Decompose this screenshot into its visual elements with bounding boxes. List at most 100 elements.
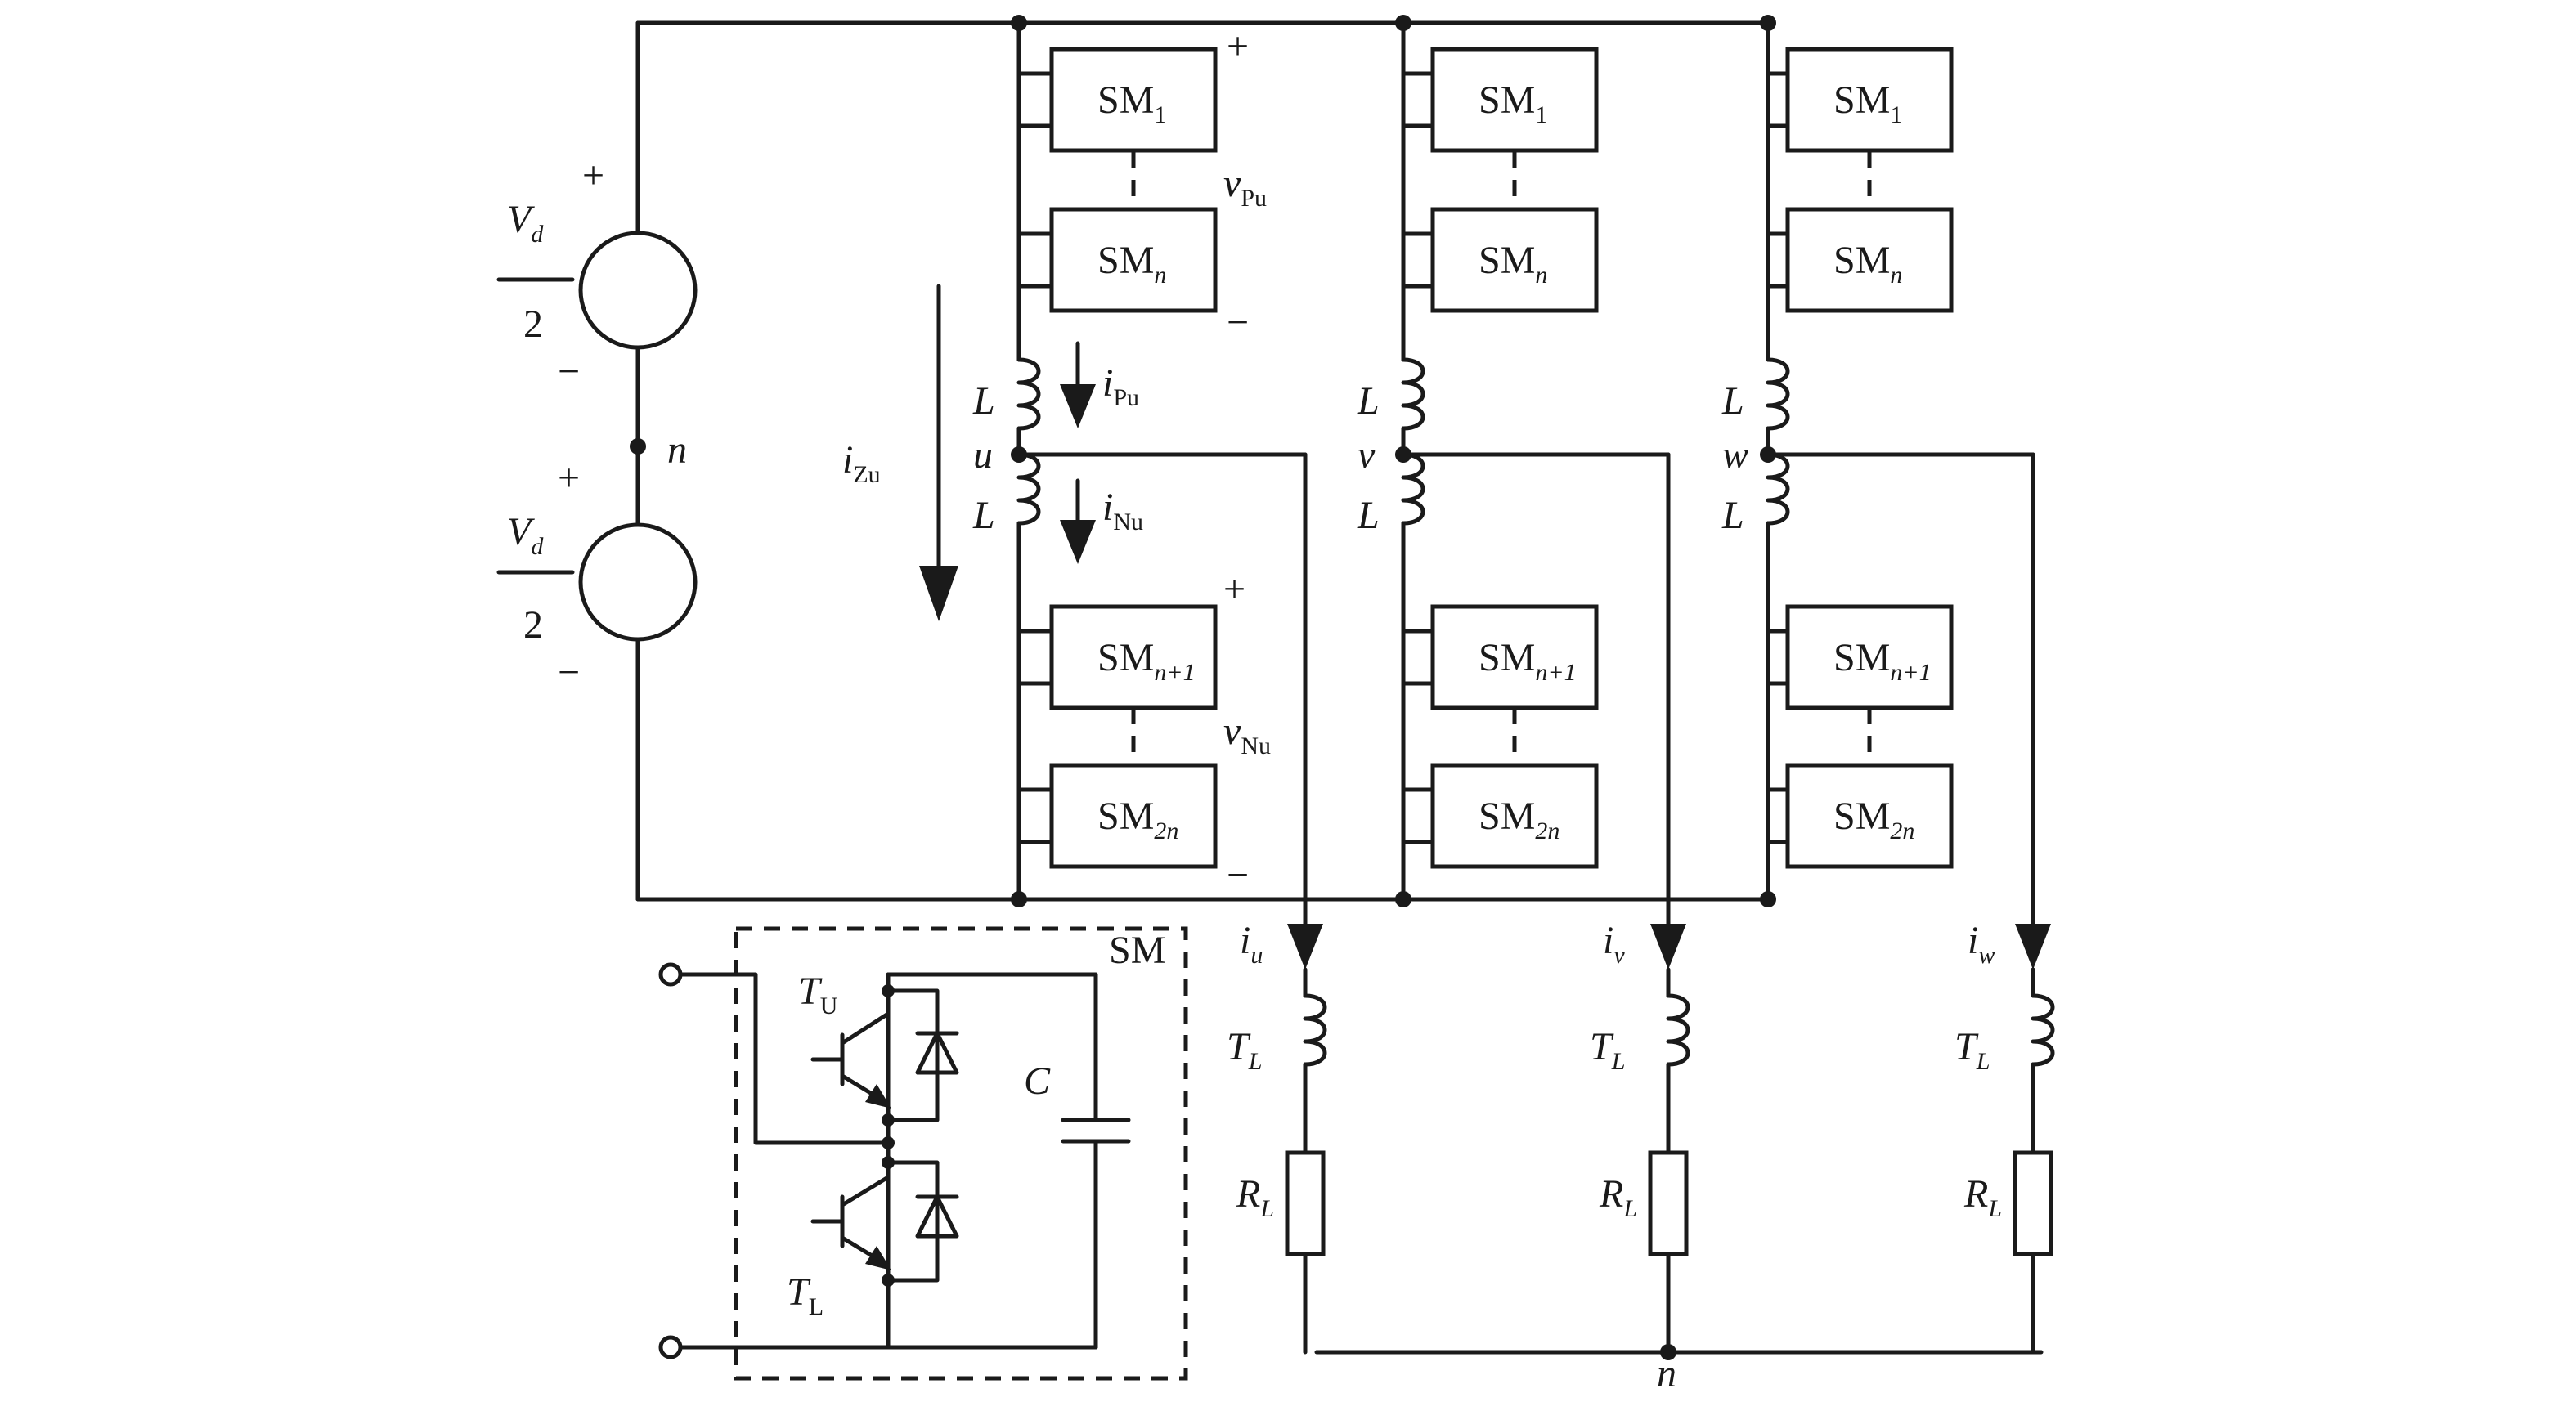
leg-u-node-label: u bbox=[973, 433, 993, 477]
load-v-current-label: iv bbox=[1603, 919, 1625, 969]
dc-source-top bbox=[496, 231, 698, 350]
leg-v-top-node bbox=[1395, 15, 1411, 31]
leg-u-node bbox=[1011, 446, 1027, 463]
lower-arm-current-label: iNu bbox=[1102, 486, 1143, 535]
leg-u-sm-n-box bbox=[1049, 207, 1218, 313]
source-top-minus: − bbox=[558, 350, 580, 393]
bus-wires bbox=[635, 20, 2044, 1355]
capacitor-label: C bbox=[1024, 1059, 1051, 1103]
leg-u-bottom-node bbox=[1011, 891, 1027, 907]
source-neutral-node bbox=[630, 438, 646, 455]
leg-w-sm-1-box bbox=[1785, 47, 1954, 153]
leg-w-top-node bbox=[1760, 15, 1776, 31]
source-top-denominator: 2 bbox=[523, 302, 543, 346]
load-v-resistor-icon bbox=[1648, 1150, 1689, 1256]
leg-u-sm-1-label: SM1 bbox=[1097, 78, 1166, 128]
sm-terminal-bottom bbox=[658, 1335, 683, 1359]
labels: + Vd 2 − n + Vd 2 − iZu + vPu − iPu iNu … bbox=[507, 25, 1676, 1395]
leg-w-sm-2n-label: SM2n bbox=[1833, 795, 1914, 844]
leg-v-sm-n-plus-1-label: SMn+1 bbox=[1479, 636, 1577, 686]
load-neutral-node bbox=[1660, 1344, 1676, 1360]
leg-u-upper-inductor-icon bbox=[1016, 357, 1041, 431]
leg-u-sm-2n-box bbox=[1049, 763, 1218, 869]
load-w-current-label: iw bbox=[1968, 919, 1995, 969]
upper-arm-voltage-label: vPu bbox=[1223, 162, 1267, 212]
leg-v-sm-1-label: SM1 bbox=[1479, 78, 1547, 128]
upper-arm-plus: + bbox=[1227, 25, 1249, 68]
load-v-resistor-label: RL bbox=[1599, 1172, 1637, 1222]
leg-w-sm-n-plus-1-label: SMn+1 bbox=[1833, 636, 1932, 686]
leg-v-sm-n-box bbox=[1430, 207, 1599, 313]
leg-u-sm-n-label: SMn bbox=[1097, 239, 1166, 289]
source-bottom-plus: + bbox=[558, 456, 580, 499]
lower-arm-minus: − bbox=[1227, 853, 1249, 897]
load-v-current-arrow bbox=[1650, 924, 1686, 970]
leg-v-bottom-node bbox=[1395, 891, 1411, 907]
leg-u-sm-1-box bbox=[1049, 47, 1218, 153]
leg-v-upper-L-label: L bbox=[1357, 379, 1380, 423]
leg-w-bottom-node bbox=[1760, 891, 1776, 907]
load-v-inductor-label: TL bbox=[1590, 1025, 1625, 1075]
leg-v-node-label: v bbox=[1358, 433, 1376, 477]
leg-v-lower-inductor-icon bbox=[1401, 452, 1425, 526]
leg-u-lower-L-label: L bbox=[972, 494, 995, 537]
circulating-current-arrow bbox=[919, 284, 958, 621]
leg-v-lower-L-label: L bbox=[1357, 494, 1380, 537]
leg-w-sm-n-label: SMn bbox=[1833, 239, 1902, 289]
source-bottom-denominator: 2 bbox=[523, 603, 543, 647]
igbt-upper-icon bbox=[810, 988, 959, 1122]
source-top-plus: + bbox=[582, 154, 604, 197]
dc-source-bottom bbox=[496, 522, 698, 642]
source-bottom-minus: − bbox=[558, 651, 580, 694]
leg-w-sm-n-box bbox=[1785, 207, 1954, 313]
load-u-current-label: iu bbox=[1240, 919, 1263, 969]
load-w-resistor-icon bbox=[2013, 1150, 2053, 1256]
leg-u-sm-2n-label: SM2n bbox=[1097, 795, 1178, 844]
load-w-current-arrow bbox=[2015, 924, 2051, 970]
lower-switch-label: TL bbox=[787, 1270, 824, 1320]
upper-switch-label: TU bbox=[798, 970, 838, 1019]
igbt-lower-icon bbox=[810, 1160, 959, 1283]
leg-w-sm-2n-box bbox=[1785, 763, 1954, 869]
leg-v-sm-1-box bbox=[1430, 47, 1599, 153]
sm-detail-title: SM bbox=[1109, 929, 1165, 972]
leg-v-sm-2n-label: SM2n bbox=[1479, 795, 1560, 844]
voltage-source-top bbox=[578, 231, 698, 350]
sm-detail bbox=[658, 926, 1188, 1381]
leg-w-upper-L-label: L bbox=[1721, 379, 1744, 423]
upper-arm-current-label: iPu bbox=[1102, 361, 1139, 411]
upper-arm-current-arrow bbox=[1060, 384, 1096, 428]
leg-w-lower-inductor-icon bbox=[1766, 452, 1790, 526]
voltage-source-bottom bbox=[578, 522, 698, 642]
leg-u-sm-n-plus-1-label: SMn+1 bbox=[1097, 636, 1196, 686]
converter-legs: SM1SMnSMn+1SM2nLLuSM1SMnSMn+1SM2nLLvSM1S… bbox=[972, 15, 2035, 907]
leg-w-sm-n-plus-1-box bbox=[1785, 604, 1954, 710]
load-w-inductor-icon bbox=[2031, 993, 2055, 1067]
leg-w-node-label: w bbox=[1722, 433, 1748, 477]
load-u-current-arrow bbox=[1287, 924, 1323, 970]
sm-detail-frame bbox=[734, 926, 1188, 1381]
leg-w-lower-L-label: L bbox=[1721, 494, 1744, 537]
upper-arm-minus: − bbox=[1227, 301, 1249, 344]
source-neutral-label: n bbox=[667, 428, 687, 472]
leg-v-sm-n-plus-1-box bbox=[1430, 604, 1599, 710]
load-u-resistor-label: RL bbox=[1236, 1172, 1274, 1222]
leg-v-sm-n-label: SMn bbox=[1479, 239, 1547, 289]
lower-arm-voltage-label: vNu bbox=[1223, 710, 1271, 759]
load-u-resistor-icon bbox=[1285, 1150, 1326, 1256]
sm-terminal-top bbox=[658, 962, 683, 987]
load-neutral-label: n bbox=[1657, 1352, 1676, 1395]
leg-v-node bbox=[1395, 446, 1411, 463]
source-top-label: Vd bbox=[507, 198, 544, 248]
leg-u-top-node bbox=[1011, 15, 1027, 31]
leg-w-node bbox=[1760, 446, 1776, 463]
load-w-resistor-label: RL bbox=[1963, 1172, 2002, 1222]
load-w-inductor-label: TL bbox=[1954, 1025, 1990, 1075]
